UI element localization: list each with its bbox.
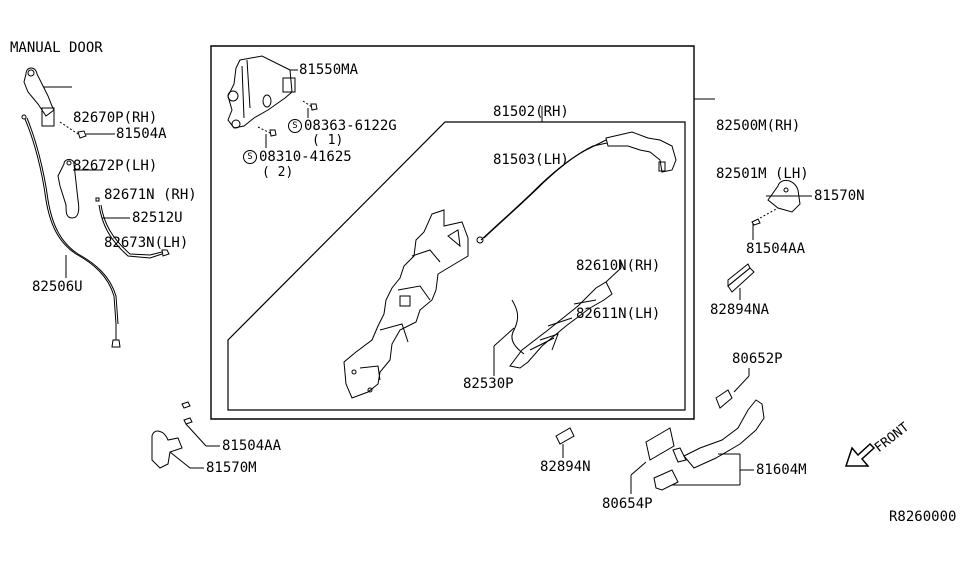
label-82671n-82673n[interactable]: 82671N (RH) 82673N(LH)	[104, 155, 197, 267]
part-number-81503[interactable]: 81503(LH)	[493, 152, 569, 168]
part-number-82610n[interactable]: 82610N(RH)	[576, 258, 661, 274]
part-number-82671n[interactable]: 82671N (RH)	[104, 187, 197, 203]
quantity-08310: ( 2)	[262, 165, 294, 180]
label-82670p-82672p[interactable]: 82670P(RH) 82672P(LH)	[73, 78, 157, 190]
part-80652p-escutcheon	[716, 390, 732, 408]
part-number-82894n[interactable]: 82894N	[540, 459, 591, 475]
part-number-81502[interactable]: 81502(RH)	[493, 104, 569, 120]
assembly-frame-82500m	[211, 46, 715, 419]
part-81504aa-screw-right	[752, 208, 778, 225]
part-number-81570n[interactable]: 81570N	[814, 188, 865, 204]
part-82670p-inside-handle	[24, 68, 54, 126]
part-number-82670p[interactable]: 82670P(RH)	[73, 110, 158, 126]
part-number-82894na[interactable]: 82894NA	[710, 302, 770, 318]
part-number-82673n[interactable]: 82673N(LH)	[104, 235, 189, 251]
catalog-code: R8260000	[889, 509, 957, 525]
part-81550ma-lock-cover	[228, 56, 295, 128]
part-82894n-seal	[556, 428, 574, 444]
subassembly-frame-81502	[228, 106, 685, 410]
part-number-08363-6122g[interactable]: 08363-6122G	[304, 118, 397, 134]
part-80654p-pad	[646, 428, 674, 460]
standard-part-icon: S	[288, 119, 302, 133]
part-82610n-handle-frame	[510, 282, 612, 368]
part-number-82611n[interactable]: 82611N(LH)	[576, 306, 661, 322]
label-82500m-82501m[interactable]: 82500M(RH) 82501M (LH)	[716, 86, 809, 198]
part-number-08310-41625[interactable]: 08310-41625	[259, 149, 352, 165]
part-number-81504aa-right[interactable]: 81504AA	[746, 241, 806, 257]
part-82506u-rod	[22, 115, 120, 347]
part-number-81604m[interactable]: 81604M	[756, 462, 807, 478]
front-arrow-icon	[846, 444, 874, 466]
part-number-82506u[interactable]: 82506U	[32, 279, 83, 295]
part-81604m-outside-handle	[654, 400, 764, 490]
part-number-82501m[interactable]: 82501M (LH)	[716, 166, 809, 182]
part-number-81570m[interactable]: 81570M	[206, 460, 257, 476]
part-81504a-screw	[60, 122, 86, 138]
part-number-81504aa-left[interactable]: 81504AA	[222, 438, 282, 454]
part-81502-latch-cable	[477, 132, 676, 243]
part-screw-08310	[258, 127, 276, 148]
part-82894na-seal	[728, 264, 754, 292]
part-81570n-striker	[768, 180, 800, 212]
quantity-08363: ( 1)	[312, 133, 344, 148]
part-81504aa-screw-left	[182, 402, 192, 424]
part-number-81504a[interactable]: 81504A	[116, 126, 167, 142]
part-number-80654p[interactable]: 80654P	[602, 496, 653, 512]
part-number-82672p[interactable]: 82672P(LH)	[73, 158, 158, 174]
part-82671n-lock-knob	[58, 160, 79, 219]
label-82610n-82611n[interactable]: 82610N(RH) 82611N(LH)	[576, 226, 660, 338]
standard-part-icon: S	[243, 150, 257, 164]
part-screw-08363	[303, 101, 317, 118]
part-82512u-rod	[96, 198, 169, 258]
part-number-80652p[interactable]: 80652P	[732, 351, 783, 367]
part-number-82530p[interactable]: 82530P	[463, 376, 514, 392]
leader-lines	[43, 70, 812, 494]
label-81502-81503[interactable]: 81502(RH) 81503(LH)	[493, 72, 569, 184]
part-81570m-striker	[152, 431, 182, 468]
part-number-82512u[interactable]: 82512U	[132, 210, 183, 226]
part-82500m-door-lock-assembly	[344, 210, 468, 398]
part-number-82500m[interactable]: 82500M(RH)	[716, 118, 801, 134]
diagram-heading: MANUAL DOOR	[10, 40, 103, 56]
part-number-81550ma[interactable]: 81550MA	[299, 62, 359, 78]
